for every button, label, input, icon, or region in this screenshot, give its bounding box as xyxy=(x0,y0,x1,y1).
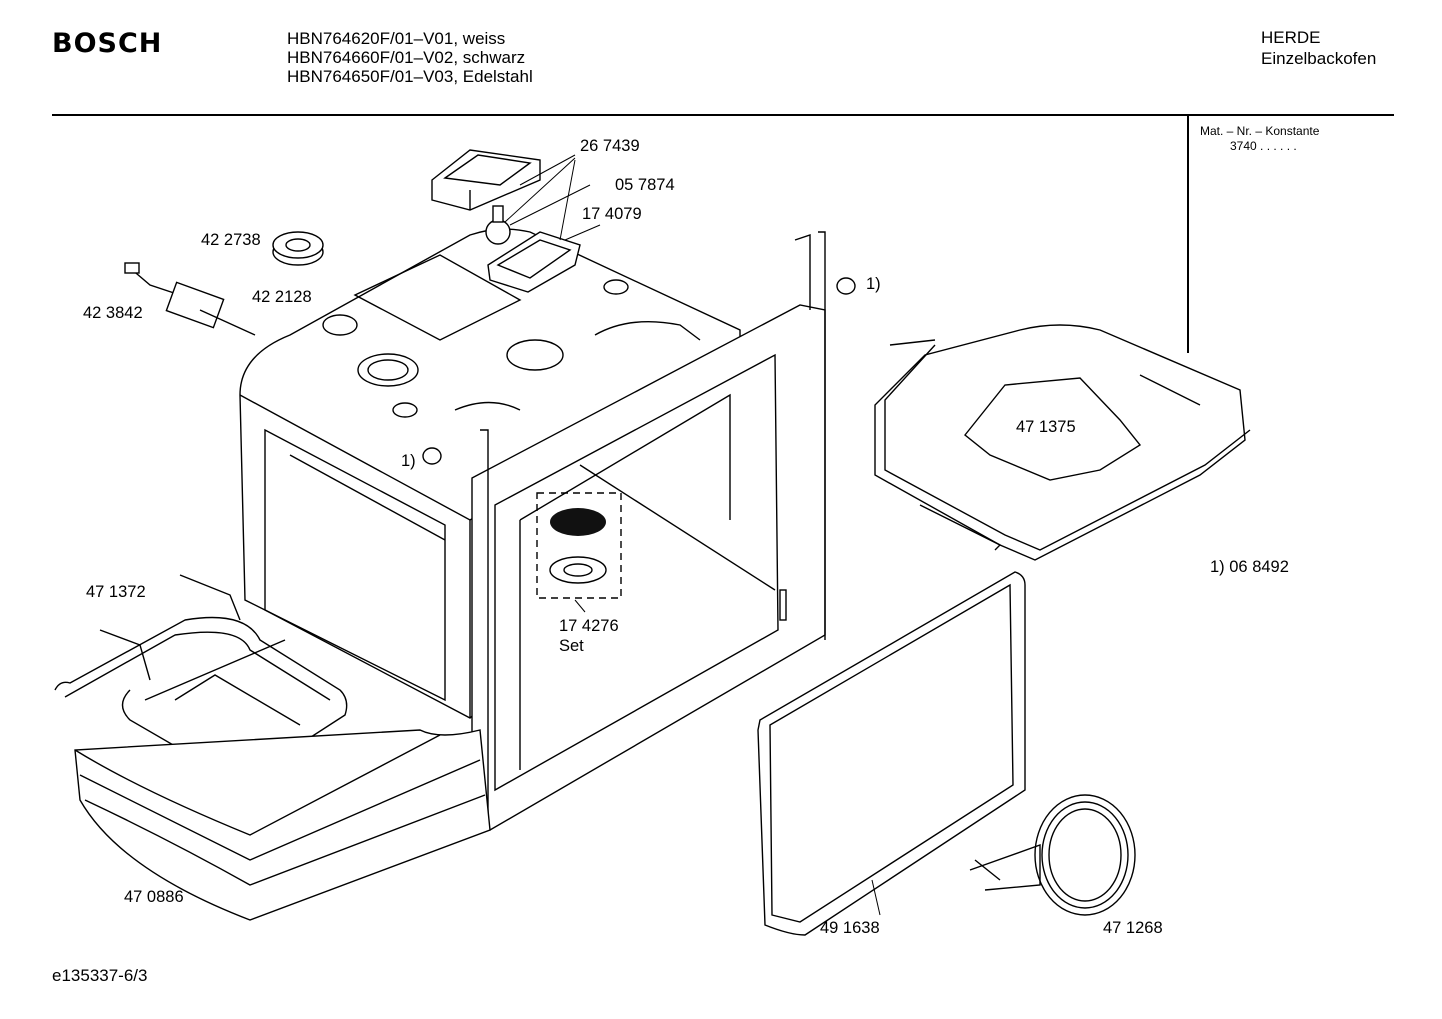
bottom-heating-element-part xyxy=(54,574,348,780)
label-174079: 17 4079 xyxy=(582,205,642,223)
label-set: Set xyxy=(559,637,584,655)
model-line-1: HBN764620F/01–V01, weiss xyxy=(287,29,506,48)
brand-logo: BOSCH xyxy=(52,28,163,59)
category-line-1: HERDE xyxy=(1261,28,1321,47)
fan-set-part xyxy=(536,492,622,613)
label-068492: 1) 06 8492 xyxy=(1210,558,1289,576)
mat-number-value: 3740 . . . . . . xyxy=(1230,139,1297,153)
model-line-2: HBN764660F/01–V02, schwarz xyxy=(287,48,526,67)
label-057874: 05 7874 xyxy=(615,176,675,194)
ring-heating-element-part xyxy=(969,794,1136,916)
label-note1-top: 1) xyxy=(866,275,881,293)
thermostat-knob-part xyxy=(272,231,324,266)
mat-number-title: Mat. – Nr. – Konstante xyxy=(1200,124,1320,138)
header-divider xyxy=(52,114,1394,116)
label-note1-mid: 1) xyxy=(401,452,416,470)
label-471268: 47 1268 xyxy=(1103,919,1163,937)
label-471375: 47 1375 xyxy=(1016,418,1076,436)
document-code: e135337-6/3 xyxy=(52,966,148,985)
top-knob-part xyxy=(322,314,358,336)
label-491638: 49 1638 xyxy=(820,919,880,937)
bushing-top-part xyxy=(836,277,856,295)
model-list: HBN764620F/01–V01, weiss HBN764660F/01–V… xyxy=(287,29,533,86)
label-470886: 47 0886 xyxy=(124,888,184,906)
label-471372: 47 1372 xyxy=(86,583,146,601)
label-422738: 42 2738 xyxy=(201,231,261,249)
oven-front-frame xyxy=(471,231,826,831)
mat-number-box: Mat. – Nr. – Konstante 3740 . . . . . . xyxy=(1200,124,1319,154)
label-174276: 17 4276 xyxy=(559,617,619,635)
door-seal-part xyxy=(757,571,1026,936)
insulation-mat-part xyxy=(74,729,491,921)
model-line-3: HBN764650F/01–V03, Edelstahl xyxy=(287,67,533,86)
category-line-2: Einzelbackofen xyxy=(1261,49,1377,68)
label-267439: 26 7439 xyxy=(580,137,640,155)
category-block: HERDE Einzelbackofen xyxy=(1261,27,1376,69)
label-422128: 42 2128 xyxy=(252,288,312,306)
leader-lines-top xyxy=(504,154,601,241)
top-heating-element-part xyxy=(874,324,1251,561)
temperature-sensor-part xyxy=(124,262,256,336)
lamp-cover-part xyxy=(431,149,581,293)
label-423842: 42 3842 xyxy=(83,304,143,322)
bushing-mid-part xyxy=(422,447,442,465)
mat-box-divider xyxy=(1187,116,1189,353)
